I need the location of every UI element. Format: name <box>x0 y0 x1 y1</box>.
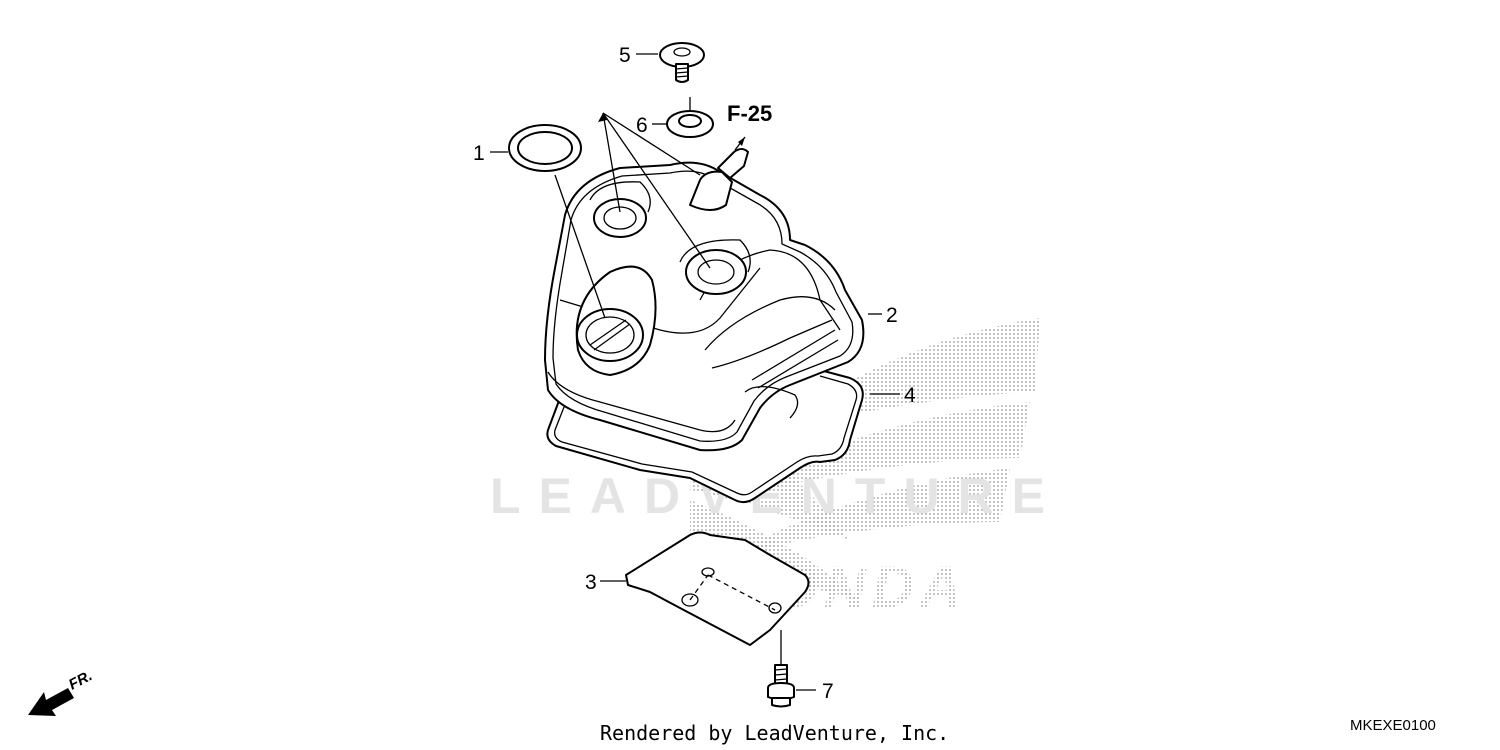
leader-lines <box>490 53 900 691</box>
sealing-washer <box>666 110 714 138</box>
render-credit: Rendered by LeadVenture, Inc. <box>600 721 949 745</box>
callout-7: 7 <box>822 680 834 703</box>
diagram-code: MKEXE0100 <box>1350 717 1436 734</box>
callout-5: 5 <box>619 44 631 67</box>
callout-6: 6 <box>636 114 648 137</box>
plate-bolt <box>767 664 795 708</box>
callout-1: 1 <box>473 142 485 165</box>
front-label: FR. <box>66 667 95 693</box>
flange-bolt <box>659 42 705 83</box>
cylinder-head-cover <box>544 148 865 452</box>
callout-4: 4 <box>904 384 916 407</box>
callout-2: 2 <box>886 304 898 327</box>
callout-3: 3 <box>585 571 597 594</box>
reference-label: F-25 <box>727 101 772 126</box>
grommet-ring <box>508 124 582 172</box>
front-direction-arrow: FR. <box>28 667 95 716</box>
